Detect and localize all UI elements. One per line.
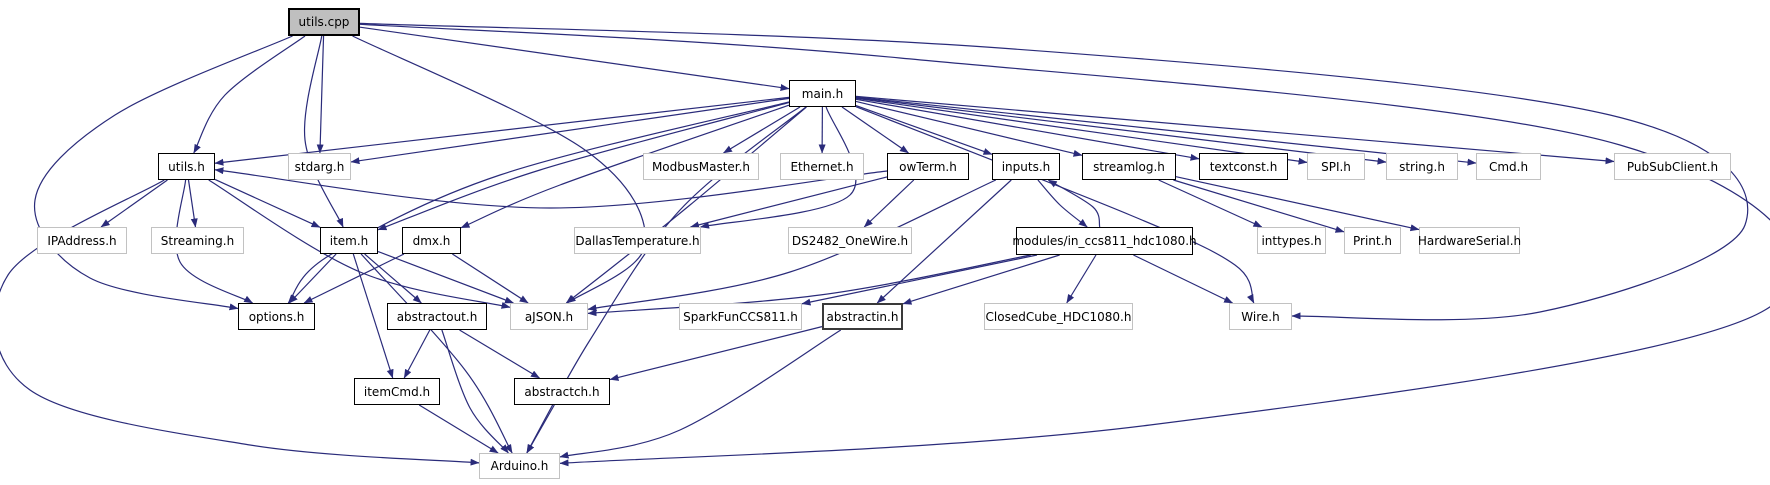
edge-streamlog-to-inttypes: [1158, 179, 1263, 228]
edge-abstractout-to-arduino: [441, 329, 509, 454]
edge-owterm-to-dallas: [690, 176, 888, 229]
edge-ccs811mod-to-ajson: [587, 254, 1031, 317]
node-wire: Wire.h: [1229, 303, 1292, 330]
edge-main-to-textconst: [855, 98, 1200, 161]
edge-ccs811mod-to-wire: [1133, 254, 1234, 304]
node-streamlog[interactable]: streamlog.h: [1082, 153, 1176, 180]
edge-item-to-ajson: [377, 250, 514, 304]
edge-owterm-to-utils_h: [214, 167, 888, 209]
edge-u_cpp-to-utils_h: [193, 35, 306, 154]
edge-u_cpp-to-item: [303, 35, 344, 228]
node-textconst[interactable]: textconst.h: [1199, 153, 1288, 180]
node-string-h: string.h: [1386, 153, 1458, 180]
node-inputs[interactable]: inputs.h: [992, 153, 1060, 180]
edge-u_cpp-to-options: [33, 35, 293, 311]
edge-streamlog-to-print: [1173, 179, 1345, 233]
edge-main-to-owterm: [841, 106, 909, 154]
edge-main-to-ajson: [565, 106, 807, 304]
edge-utils_h-to-options: [175, 179, 254, 304]
edge-utils_h-to-item: [214, 178, 321, 228]
edge-main-to-wire: [855, 106, 1255, 304]
edge-abstractin-to-abstractch: [609, 326, 823, 381]
node-owterm[interactable]: owTerm.h: [887, 153, 969, 180]
node-spi: SPI.h: [1307, 153, 1365, 180]
node-stdarg: stdarg.h: [288, 153, 351, 180]
edge-abstractout-to-itemcmd: [403, 329, 431, 379]
edge-inputs-to-ajson: [587, 179, 997, 312]
node-ethernet: Ethernet.h: [780, 153, 864, 180]
edge-owterm-to-ds2482: [863, 179, 915, 228]
edge-main-to-pubsub: [855, 95, 1615, 165]
node-hwserial: HardwareSerial.h: [1418, 227, 1521, 254]
edge-main-to-modbus: [723, 106, 801, 154]
edge-item-to-abstractout: [364, 253, 422, 304]
edge-item-to-options: [288, 253, 337, 304]
edge-main-to-utils_h: [214, 96, 790, 166]
edge-u_cpp-to-main: [359, 26, 790, 91]
edge-main-to-options: [287, 101, 790, 304]
node-utils-h[interactable]: utils.h: [158, 153, 215, 180]
node-arduino: Arduino.h: [479, 453, 560, 479]
node-options[interactable]: options.h: [238, 303, 315, 330]
node-item[interactable]: item.h: [320, 227, 378, 254]
node-print: Print.h: [1344, 227, 1401, 254]
node-dmx[interactable]: dmx.h: [402, 227, 461, 254]
edge-main-to-inputs: [855, 104, 993, 155]
edge-abstractin-to-arduino: [559, 329, 842, 459]
edge-streamlog-to-hwserial: [1175, 176, 1420, 232]
edge-ccs811mod-to-abstractin: [902, 254, 1060, 305]
node-dallas: DallasTemperature.h: [574, 227, 701, 254]
edge-item-to-arduino: [360, 253, 513, 454]
edge-item-to-itemcmd: [352, 253, 394, 379]
node-modbus: ModbusMaster.h: [643, 153, 759, 180]
edge-u_cpp-to-ajson: [352, 35, 646, 304]
node-abstractin[interactable]: abstractin.h: [822, 303, 903, 330]
node-cmd: Cmd.h: [1476, 153, 1541, 180]
edge-main-to-streamlog: [855, 100, 1083, 157]
node-pubsub: PubSubClient.h: [1614, 153, 1731, 180]
node-ccs811mod[interactable]: modules/in_ccs811_hdc1080.h: [1012, 227, 1197, 255]
edge-main-to-stdarg: [350, 97, 790, 165]
node-ds2482: DS2482_OneWire.h: [788, 227, 912, 254]
node-abstractout[interactable]: abstractout.h: [387, 303, 487, 330]
edge-main-to-spi: [855, 97, 1308, 165]
node-sparkfun: SparkFunCCS811.h: [679, 303, 802, 330]
node-abstractch[interactable]: abstractch.h: [514, 378, 610, 405]
edge-utils_h-to-ajson: [208, 179, 511, 309]
node-main[interactable]: main.h: [789, 80, 856, 107]
edge-ccs811mod-to-sparkfun: [801, 254, 1038, 306]
node-closedcube: ClosedCube_HDC1080.h: [984, 303, 1133, 330]
edge-main-to-item: [377, 101, 790, 231]
node-streaming: Streaming.h: [151, 227, 244, 254]
edge-main-to-cmd: [855, 96, 1477, 166]
edge-inputs-to-abstractin: [876, 179, 1012, 304]
edge-u_cpp-to-stdarg: [316, 35, 325, 154]
edge-itemcmd-to-arduino: [418, 404, 499, 454]
edge-ccs811mod-to-closedcube: [1066, 254, 1097, 304]
edge-abstractch-to-arduino: [526, 404, 555, 454]
edge-abstractout-to-abstractch: [459, 329, 540, 379]
node-ajson: aJSON.h: [510, 303, 588, 330]
node-itemcmd[interactable]: itemCmd.h: [354, 378, 440, 405]
edge-main-to-dmx: [460, 104, 790, 229]
edge-ccs811mod-to-inputs: [1047, 179, 1101, 228]
edge-main-to-dallas: [700, 106, 857, 229]
edge-inputs-to-ccs811mod: [1037, 179, 1088, 228]
node-ipaddr: IPAddress.h: [37, 227, 127, 254]
edge-utils_h-to-streaming: [187, 179, 198, 228]
edge-utils_h-to-ipaddr: [100, 179, 168, 228]
edge-dmx-to-options: [303, 253, 405, 304]
edge-dmx-to-ajson: [452, 253, 529, 304]
node-inttypes: inttypes.h: [1257, 227, 1326, 254]
edge-main-to-string_h: [855, 96, 1387, 165]
edge-u_cpp-to-arduino: [359, 23, 1770, 467]
edge-u_cpp-to-wire: [359, 22, 1749, 321]
node-u-cpp: utils.cpp: [288, 8, 360, 36]
